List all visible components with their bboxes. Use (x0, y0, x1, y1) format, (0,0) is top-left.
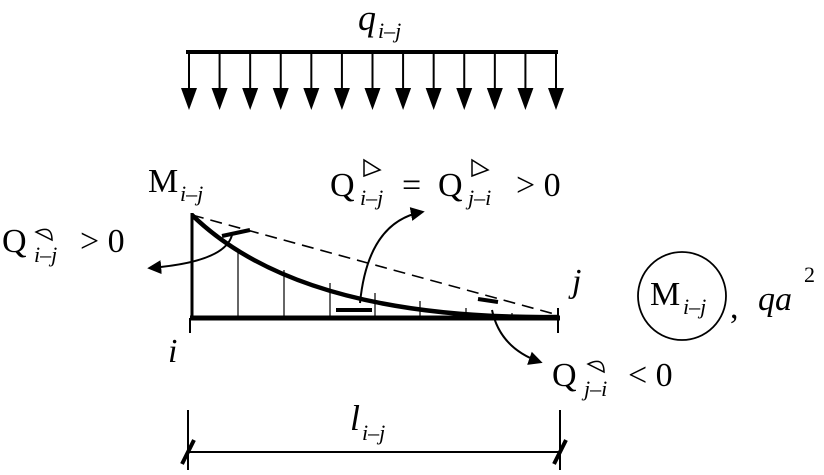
span-symbol: l (350, 398, 360, 438)
shear-mid-right-subscript: j–i (465, 185, 491, 210)
load-arrow-head (364, 88, 381, 110)
legend-subscript: i–j (683, 294, 706, 319)
load-arrow-head (486, 88, 503, 110)
node-j-label: j (568, 263, 581, 300)
shear-right-relation: < 0 (628, 357, 673, 394)
distributed-load (181, 50, 564, 110)
legend-symbol: M (650, 276, 680, 313)
node-i-label: i (168, 333, 177, 370)
shear-mid-left-subscript: i–j (360, 185, 383, 210)
shear-left-relation: > 0 (80, 223, 125, 260)
moment-symbol: M (148, 163, 178, 200)
shear-mid-equals: = (402, 167, 421, 204)
moment-ordinates (237, 252, 513, 317)
shear-sign-icon (363, 158, 382, 178)
load-subscript: i–j (378, 18, 401, 43)
moment-chord (191, 214, 559, 316)
span-tick-i (180, 439, 196, 465)
load-arrow-head (303, 88, 320, 110)
load-arrows (181, 52, 564, 110)
shear-left-subscript: i–j (34, 242, 57, 267)
shear-sign-icon (34, 228, 53, 242)
shear-right-subscript: j–i (581, 376, 607, 401)
legend-separator: , (730, 289, 739, 326)
legend-unit: qa (758, 281, 792, 318)
load-arrow-head (333, 88, 350, 110)
shear-sign-icon (471, 158, 490, 178)
span-dimension: l i–j (180, 398, 568, 470)
tangent-mark-j (477, 297, 499, 304)
load-arrow-head (456, 88, 473, 110)
legend-circle (637, 251, 727, 341)
shear-arrow-middle (359, 207, 425, 304)
span-subscript: i–j (362, 420, 385, 445)
load-symbol: q (358, 0, 376, 38)
shear-arrow-left (147, 234, 233, 275)
shear-mid-relation: > 0 (516, 167, 561, 204)
load-arrow-head (425, 88, 442, 110)
load-arrow-head (242, 88, 259, 110)
legend-unit-exp: 2 (804, 262, 815, 287)
load-arrow-head (272, 88, 289, 110)
shear-arrow-right (491, 309, 543, 365)
span-tick-j (552, 439, 568, 465)
shear-right-label: Q j–i < 0 (552, 357, 673, 401)
shear-left-label: Q i–j > 0 (2, 223, 125, 267)
tangent-mark-i (221, 228, 251, 238)
shear-left-symbol: Q (2, 223, 27, 260)
shear-mid-right-symbol: Q (438, 167, 463, 204)
shear-sign-icon (586, 360, 605, 374)
load-arrow-head (181, 88, 197, 110)
load-arrow-head (395, 88, 412, 110)
shear-right-symbol: Q (552, 357, 577, 394)
load-arrow-head (517, 88, 534, 110)
shear-equation: Q i–j = Q j–i > 0 (330, 158, 561, 210)
load-arrow-head (548, 88, 564, 110)
moment-legend: M i–j , qa 2 (637, 251, 815, 341)
shear-mid-left-symbol: Q (330, 167, 355, 204)
moment-subscript: i–j (180, 181, 203, 206)
load-arrow-head (211, 88, 228, 110)
